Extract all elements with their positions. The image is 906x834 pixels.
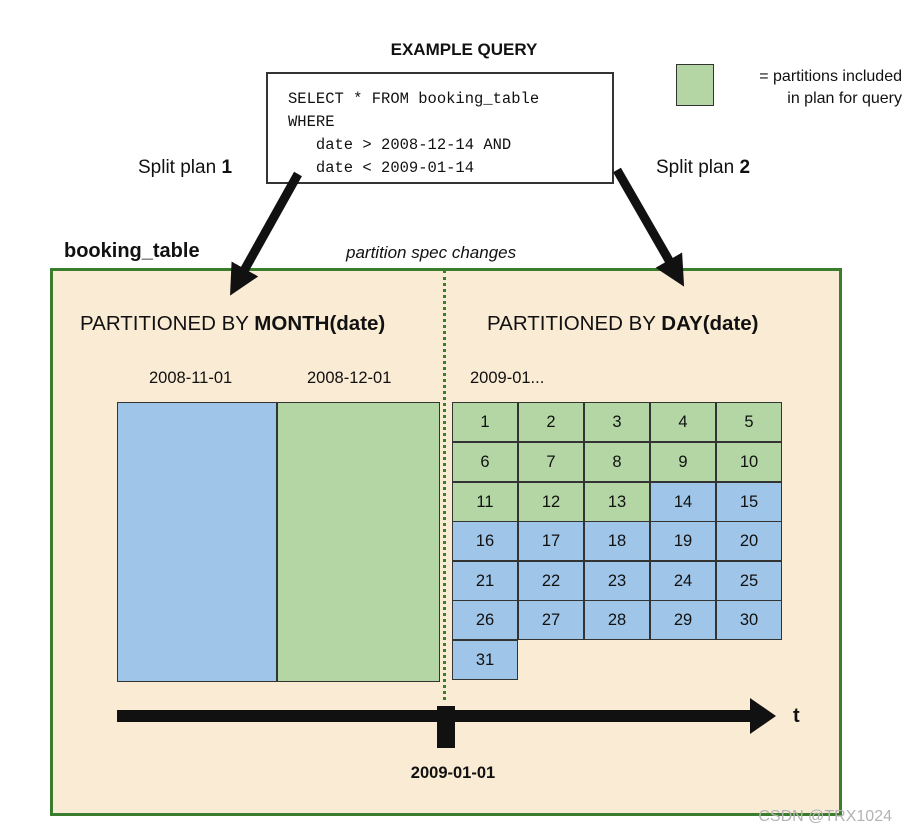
- split-plan-2-label: Split plan 2: [656, 157, 751, 178]
- day-partition-cell: 15: [716, 482, 782, 522]
- legend-line: in plan for query: [787, 90, 902, 107]
- month-label-2008-11: 2008-11-01: [149, 369, 233, 387]
- query-line: SELECT * FROM booking_table: [288, 90, 540, 108]
- month-partition-2008-12: [277, 402, 440, 682]
- day-partition-cell: 9: [650, 442, 716, 482]
- partition-spec-divider: [443, 270, 446, 700]
- day-partition-cell: 17: [518, 521, 584, 561]
- query-title: EXAMPLE QUERY: [390, 40, 538, 59]
- month-label-2008-12: 2008-12-01: [307, 369, 392, 387]
- day-partition-cell: 12: [518, 482, 584, 522]
- day-partition-cell: 2: [518, 402, 584, 442]
- day-partition-cell: 5: [716, 402, 782, 442]
- day-partition-cell: 31: [452, 640, 518, 680]
- query-box: SELECT * FROM booking_table WHERE date >…: [266, 72, 614, 184]
- legend-line: = partitions included: [759, 68, 902, 85]
- query-text: SELECT * FROM booking_table WHERE date >…: [288, 88, 539, 180]
- day-partition-cell: 20: [716, 521, 782, 561]
- day-partition-cell: 14: [650, 482, 716, 522]
- split-plan-2-arrow: [613, 167, 685, 287]
- query-line: date > 2008-12-14 AND: [288, 136, 512, 154]
- watermark: CSDN @TRX1024: [758, 808, 892, 825]
- legend-text: = partitions included in plan for query: [724, 66, 902, 110]
- day-partition-cell: 21: [452, 561, 518, 601]
- day-partition-cell: 3: [584, 402, 650, 442]
- timeline-marker-label: 2009-01-01: [410, 764, 496, 782]
- month-partition-2008-11: [117, 402, 277, 682]
- day-partition-cell: 24: [650, 561, 716, 601]
- day-partition-cell: 22: [518, 561, 584, 601]
- day-partition-cell: 28: [584, 600, 650, 640]
- split-plan-1-label: Split plan 1: [138, 157, 233, 178]
- day-partition-cell: 7: [518, 442, 584, 482]
- day-partition-cell: 19: [650, 521, 716, 561]
- month-label-2009-01: 2009-01...: [470, 369, 545, 387]
- day-partition-cell: 29: [650, 600, 716, 640]
- day-partition-cell: 11: [452, 482, 518, 522]
- time-axis-label: t: [793, 705, 800, 727]
- day-partition-cell: 4: [650, 402, 716, 442]
- day-partition-cell: 6: [452, 442, 518, 482]
- day-partition-cell: 30: [716, 600, 782, 640]
- day-partition-cell: 26: [452, 600, 518, 640]
- day-partition-cell: 13: [584, 482, 650, 522]
- day-partition-cell: 18: [584, 521, 650, 561]
- day-partition-cell: 23: [584, 561, 650, 601]
- day-partition-cell: 16: [452, 521, 518, 561]
- day-partition-cell: 10: [716, 442, 782, 482]
- query-line: WHERE: [288, 113, 335, 131]
- month-partition-heading: PARTITIONED BY MONTH(date): [80, 312, 386, 335]
- spec-change-label: partition spec changes: [346, 243, 517, 262]
- day-partition-cell: 27: [518, 600, 584, 640]
- day-partition-cell: 1: [452, 402, 518, 442]
- table-name: booking_table: [64, 240, 200, 262]
- day-partition-heading: PARTITIONED BY DAY(date): [487, 312, 759, 335]
- legend-swatch-included: [676, 64, 714, 106]
- query-line: date < 2009-01-14: [288, 159, 475, 177]
- day-partition-cell: 25: [716, 561, 782, 601]
- day-partition-cell: 8: [584, 442, 650, 482]
